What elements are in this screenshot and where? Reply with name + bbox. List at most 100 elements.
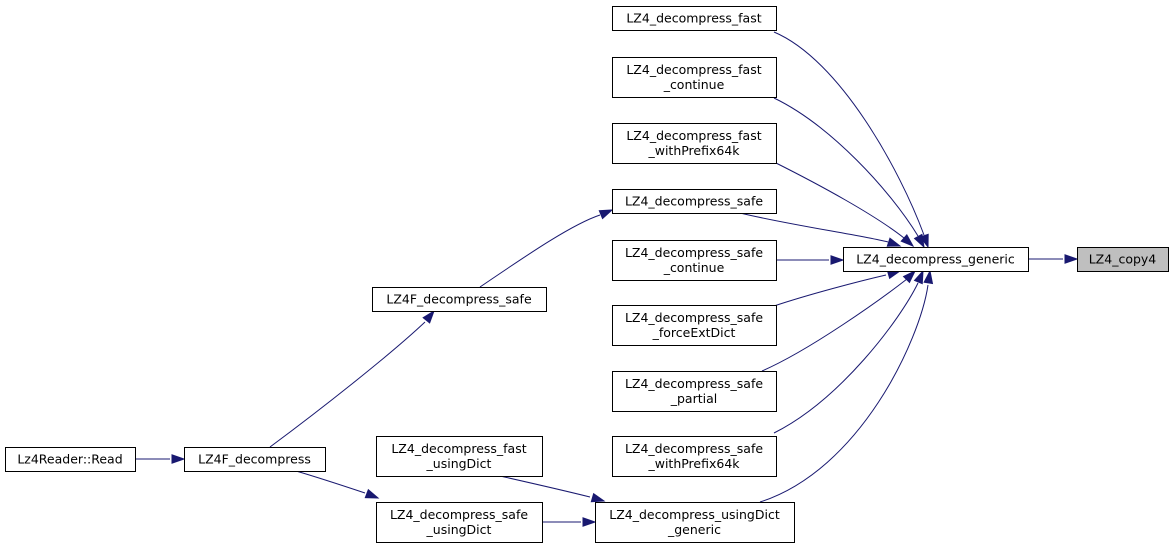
node-box: [1077, 247, 1169, 272]
node-lz4-copy4[interactable]: LZ4_copy4: [1077, 247, 1169, 272]
node-label-line: _withPrefix64k: [647, 143, 740, 158]
node-label-line: LZ4F_decompress: [198, 452, 311, 467]
node-label-line: LZ4_decompress_fast: [626, 128, 761, 143]
edge-decompress_safe_usingdict-to-decompress_usingdict_generic: [542, 517, 597, 527]
node-decompress-safe-withprefix64k[interactable]: LZ4_decompress_safe_withPrefix64k: [612, 436, 777, 477]
node-decompress-safe-usingdict[interactable]: LZ4_decompress_safe_usingDict: [376, 502, 543, 543]
node-label-line: _usingDict: [426, 522, 492, 537]
edge-decompress_safe-to-decompress_generic: [739, 212, 902, 247]
node-box: [595, 502, 795, 543]
node-box: [5, 447, 136, 472]
node-decompress-generic[interactable]: LZ4_decompress_generic: [843, 247, 1029, 272]
node-box: [612, 371, 777, 412]
node-label-line: LZ4_decompress_fast: [626, 11, 761, 26]
edge-layer: [135, 31, 1079, 527]
node-box: [612, 240, 777, 281]
node-box: [612, 123, 777, 164]
node-label-line: LZ4_decompress_safe: [625, 245, 763, 260]
edge-decompress_fast_continue-to-decompress_generic: [773, 97, 925, 249]
edge-line: [773, 274, 887, 307]
node-label-line: _partial: [670, 391, 718, 406]
node-label-line: LZ4_decompress_safe: [625, 376, 763, 391]
edge-line: [269, 321, 426, 448]
arrowhead: [886, 237, 902, 247]
edge-lz4f_decompress_safe-to-decompress_safe: [479, 209, 614, 288]
edge-lz4f_decompress-to-lz4f_decompress_safe: [269, 309, 435, 448]
node-box: [612, 189, 777, 214]
node-box: [612, 57, 777, 98]
node-label-line: _continue: [663, 260, 725, 275]
edge-lz4f_decompress-to-decompress_safe_usingdict: [295, 470, 380, 499]
arrowhead: [902, 269, 917, 284]
node-label-line: LZ4_decompress_safe: [625, 194, 763, 209]
node-label-line: LZ4_copy4: [1089, 252, 1157, 267]
arrowhead: [598, 209, 614, 220]
edge-decompress_fast_withprefix64k-to-decompress_generic: [773, 161, 915, 248]
arrowhead: [582, 517, 597, 527]
edge-decompress_safe_forceextdict-to-decompress_generic: [773, 269, 902, 307]
arrowhead: [1064, 254, 1079, 264]
edge-decompress_safe_partial-to-decompress_generic: [761, 269, 917, 372]
edge-decompress_generic-to-lz4_copy4: [1028, 254, 1079, 264]
node-box: [376, 436, 543, 477]
node-decompress-fast-usingdict[interactable]: LZ4_decompress_fast_usingDict: [376, 436, 543, 477]
edge-line: [773, 97, 919, 237]
node-label-line: LZ4_decompress_fast: [391, 441, 526, 456]
node-label-line: LZ4F_decompress_safe: [386, 292, 532, 307]
node-label-line: LZ4_decompress_safe: [625, 441, 763, 456]
node-decompress-fast-continue[interactable]: LZ4_decompress_fast_continue: [612, 57, 777, 98]
edge-line: [761, 278, 908, 372]
arrowhead: [171, 454, 186, 464]
arrowhead: [364, 488, 380, 499]
edge-line: [773, 31, 925, 236]
node-lz4reader-read[interactable]: Lz4Reader::Read: [5, 447, 136, 472]
node-box: [612, 436, 777, 477]
edge-line: [479, 214, 601, 288]
node-decompress-safe-forceextdict[interactable]: LZ4_decompress_safe_forceExtDict: [612, 305, 777, 346]
edge-line: [773, 282, 919, 434]
node-label-line: LZ4_decompress_safe: [625, 310, 763, 325]
node-label-line: LZ4_decompress_fast: [626, 62, 761, 77]
arrowhead: [422, 309, 435, 324]
node-label-line: _forceExtDict: [652, 325, 736, 340]
node-lz4f-decompress-safe[interactable]: LZ4F_decompress_safe: [372, 287, 547, 312]
node-label-line: _continue: [663, 77, 725, 92]
edge-line: [499, 475, 591, 498]
node-label-line: _usingDict: [426, 456, 492, 471]
arrowhead: [923, 269, 934, 285]
node-decompress-safe-continue[interactable]: LZ4_decompress_safe_continue: [612, 240, 777, 281]
node-decompress-usingdict-generic[interactable]: LZ4_decompress_usingDict_generic: [595, 502, 795, 543]
node-label-line: _withPrefix64k: [647, 456, 740, 471]
node-box: [612, 305, 777, 346]
edge-decompress_fast-to-decompress_generic: [773, 31, 929, 249]
node-box: [184, 447, 326, 472]
arrowhead: [913, 233, 925, 249]
node-lz4f-decompress[interactable]: LZ4F_decompress: [184, 447, 326, 472]
edge-lz4reader_read-to-lz4f_decompress: [135, 454, 186, 464]
node-label-line: LZ4_decompress_safe: [390, 507, 528, 522]
node-label-line: LZ4_decompress_usingDict: [609, 507, 780, 522]
node-decompress-safe[interactable]: LZ4_decompress_safe: [612, 189, 777, 214]
node-label-line: Lz4Reader::Read: [17, 452, 122, 467]
edge-decompress_safe_withprefix64k-to-decompress_generic: [773, 269, 924, 434]
edge-decompress_safe_continue-to-decompress_generic: [776, 255, 845, 265]
node-box: [843, 247, 1029, 272]
node-box: [612, 6, 777, 31]
node-box: [372, 287, 547, 312]
edge-line: [773, 161, 905, 239]
arrowhead: [913, 269, 924, 285]
edge-line: [739, 212, 889, 243]
node-decompress-fast[interactable]: LZ4_decompress_fast: [612, 6, 777, 31]
arrowhead: [900, 234, 915, 248]
edge-line: [295, 470, 366, 494]
edge-line: [759, 284, 929, 503]
arrowhead: [830, 255, 845, 265]
node-label-line: _generic: [667, 522, 721, 537]
node-box: [376, 502, 543, 543]
edge-decompress_usingdict_generic-to-decompress_generic: [759, 269, 934, 503]
node-decompress-safe-partial[interactable]: LZ4_decompress_safe_partial: [612, 371, 777, 412]
node-decompress-fast-withprefix64k[interactable]: LZ4_decompress_fast_withPrefix64k: [612, 123, 777, 164]
edge-decompress_fast_usingdict-to-decompress_usingdict_generic: [499, 475, 606, 503]
node-layer: LZ4_copy4LZ4_decompress_genericLZ4_decom…: [5, 6, 1169, 543]
